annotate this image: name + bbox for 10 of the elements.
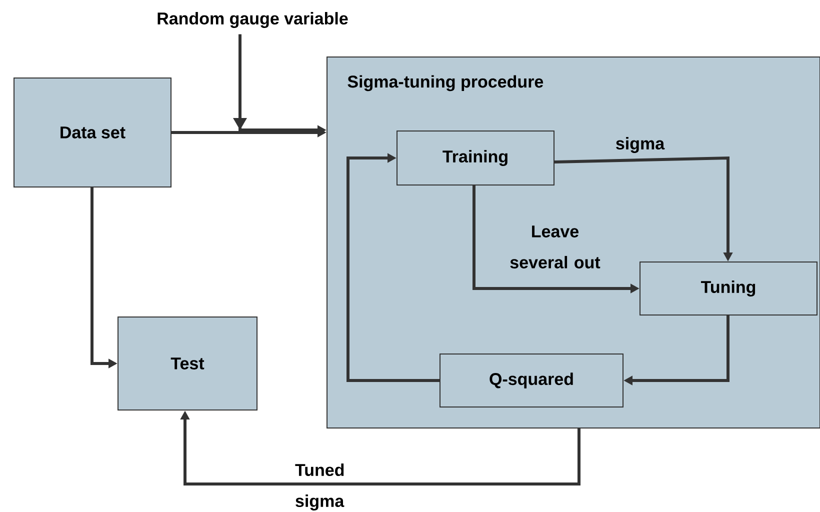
process-box: Test xyxy=(118,316,258,410)
process-box: Training xyxy=(396,130,554,186)
input-label: Random gauge variable xyxy=(158,12,348,28)
edge-label: Tuned sigma xyxy=(295,464,344,510)
arrow xyxy=(346,153,440,382)
process-box: Data set xyxy=(14,78,172,188)
edge-label: Leave several out xyxy=(510,226,600,268)
process-box: Q-squared xyxy=(440,354,624,408)
process-box: Tuning xyxy=(640,262,818,316)
edge-label: sigma xyxy=(616,137,665,153)
